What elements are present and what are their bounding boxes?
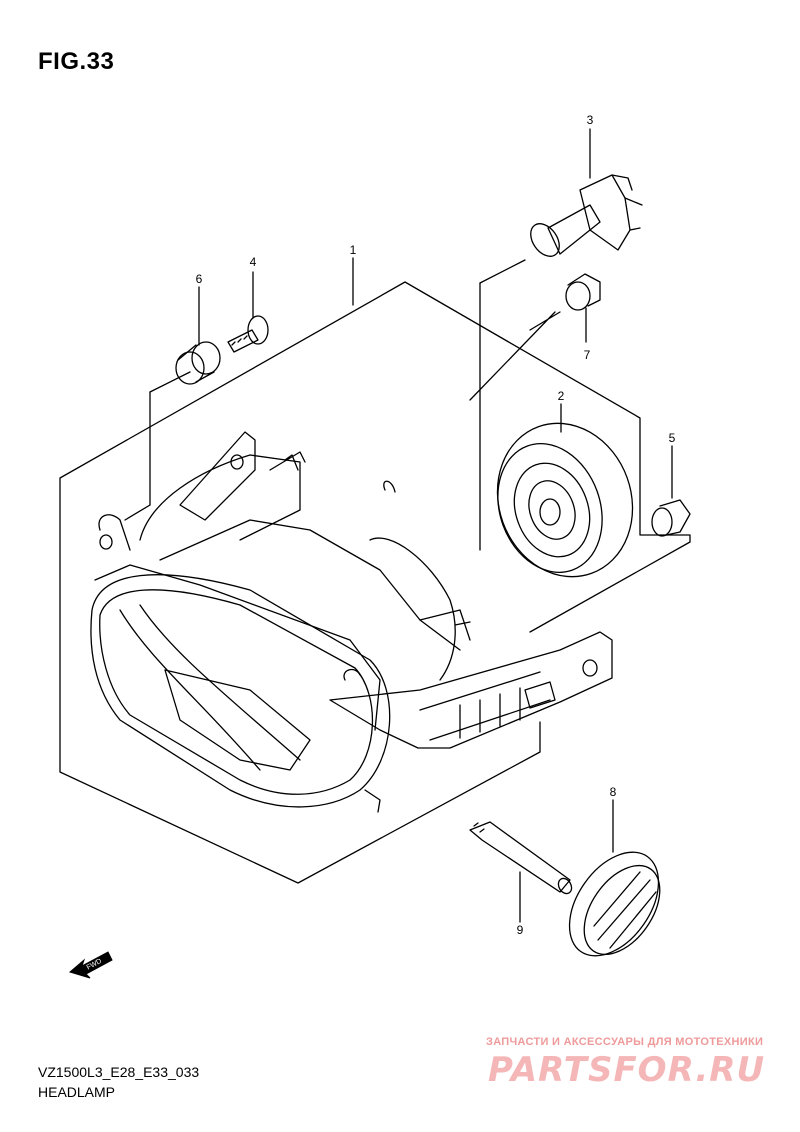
callout-9: 9 xyxy=(517,923,524,937)
bulb xyxy=(530,174,643,257)
callout-2: 2 xyxy=(558,389,565,403)
assembly-boundary xyxy=(59,281,691,884)
mounting-bracket xyxy=(329,631,613,813)
stud-bolt xyxy=(469,821,573,895)
callout-5: 5 xyxy=(669,431,676,445)
watermark-brand: PARTSFOR.RU xyxy=(488,1050,766,1090)
bushing xyxy=(565,273,601,311)
callout-4: 4 xyxy=(250,255,257,269)
callout-6: 6 xyxy=(196,272,203,286)
screw xyxy=(227,315,269,353)
fwd-arrow-icon: FWD xyxy=(68,951,113,979)
watermark-tagline: ЗАПЧАСТИ И АКСЕССУАРЫ ДЛЯ МОТОТЕХНИКИ xyxy=(486,1036,764,1048)
grommet-right xyxy=(651,499,691,537)
model-code: VZ1500L3_E28_E33_033 xyxy=(38,1064,200,1080)
reflector-lens xyxy=(568,851,661,957)
figure-title: FIG.33 xyxy=(38,48,115,75)
callout-8: 8 xyxy=(610,785,617,799)
callout-1: 1 xyxy=(350,243,357,257)
reflector-socket xyxy=(496,422,634,578)
leader-lines xyxy=(124,128,673,923)
callout-7: 7 xyxy=(584,348,591,362)
callout-3: 3 xyxy=(587,113,594,127)
figure-name: HEADLAMP xyxy=(38,1084,116,1100)
grommet-left xyxy=(175,341,221,385)
headlamp-housing xyxy=(90,431,471,808)
